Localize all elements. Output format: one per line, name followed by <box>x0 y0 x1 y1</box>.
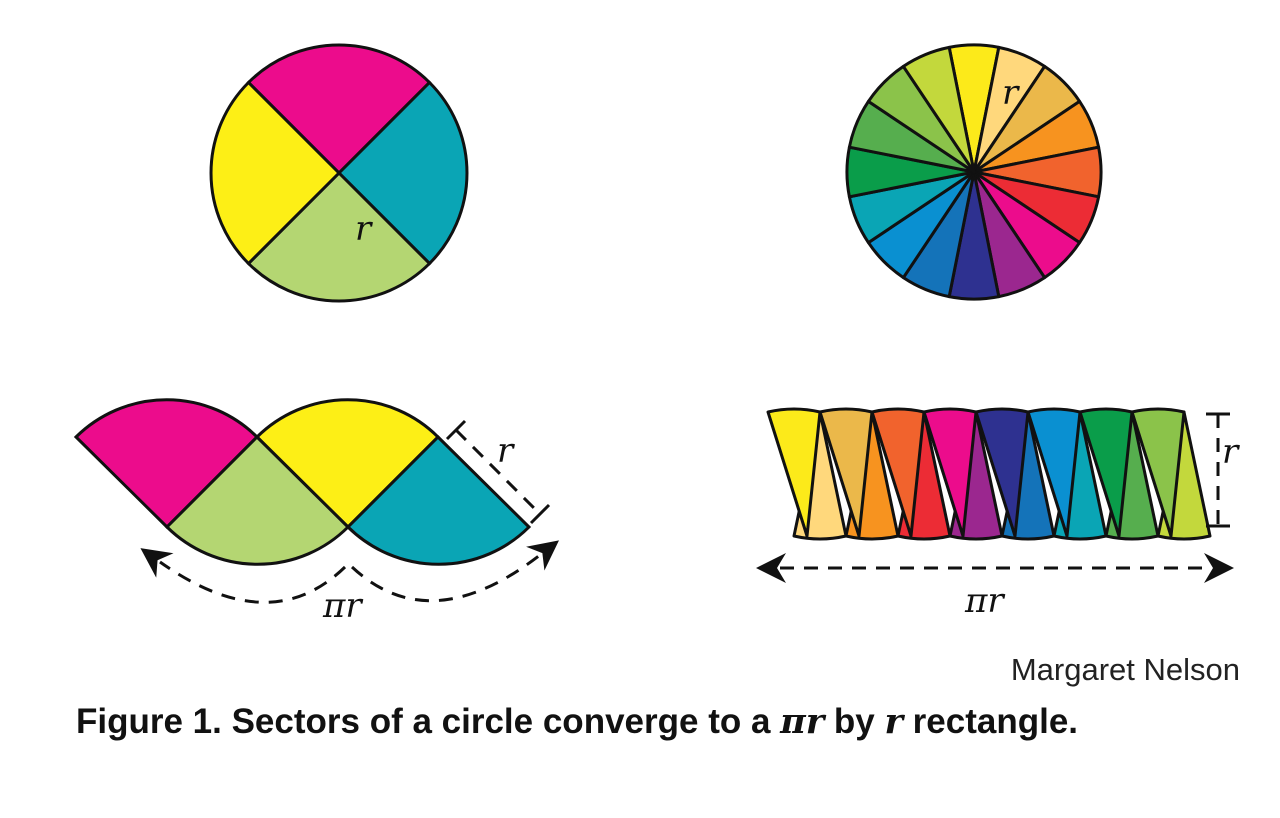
figure-caption: Figure 1. Sectors of a circle converge t… <box>76 701 1256 742</box>
four-sectors-rearranged: r πr <box>73 398 559 626</box>
radius-label-circle-sixteen: r <box>1002 73 1020 113</box>
radius-label-circle-four: r <box>355 209 373 249</box>
caption-suffix: rectangle. <box>902 702 1079 741</box>
sector-left <box>209 80 342 266</box>
sector-bottom <box>246 170 432 303</box>
piece-yellow <box>254 398 441 530</box>
circle-sixteen-sectors <box>845 43 1103 301</box>
caption-prefix: Figure 1. Sectors of a circle converge t… <box>76 702 781 741</box>
pi-r-label-four: πr <box>322 586 363 626</box>
bracket-cap-bottom <box>529 503 551 525</box>
pi-r-label-rectangle: πr <box>964 581 1005 621</box>
sector-right <box>336 80 469 266</box>
arc-arrow-left <box>140 548 347 604</box>
sixteen-sectors-rearranged <box>766 407 1212 541</box>
author-credit: Margaret Nelson <box>1010 652 1240 687</box>
rectangle-sector-down <box>1130 407 1186 538</box>
radius-bracket <box>454 428 542 516</box>
piece-magenta <box>73 398 260 530</box>
piece-teal <box>345 434 532 566</box>
radius-label-rectangle: r <box>1222 432 1240 472</box>
caption-pi-r: πr <box>780 701 825 742</box>
circle-sector <box>901 45 976 174</box>
circle-four-sectors: r <box>209 43 469 303</box>
rectangle-dimensions: r πr <box>756 412 1240 621</box>
sector-top <box>246 43 432 176</box>
radius-label-rearranged-four: r <box>497 431 515 471</box>
bracket-cap-top <box>445 419 467 441</box>
arc-arrow-right <box>350 540 559 603</box>
caption-r: r <box>884 701 903 742</box>
piece-green <box>164 434 351 566</box>
caption-middle: by <box>824 702 885 741</box>
